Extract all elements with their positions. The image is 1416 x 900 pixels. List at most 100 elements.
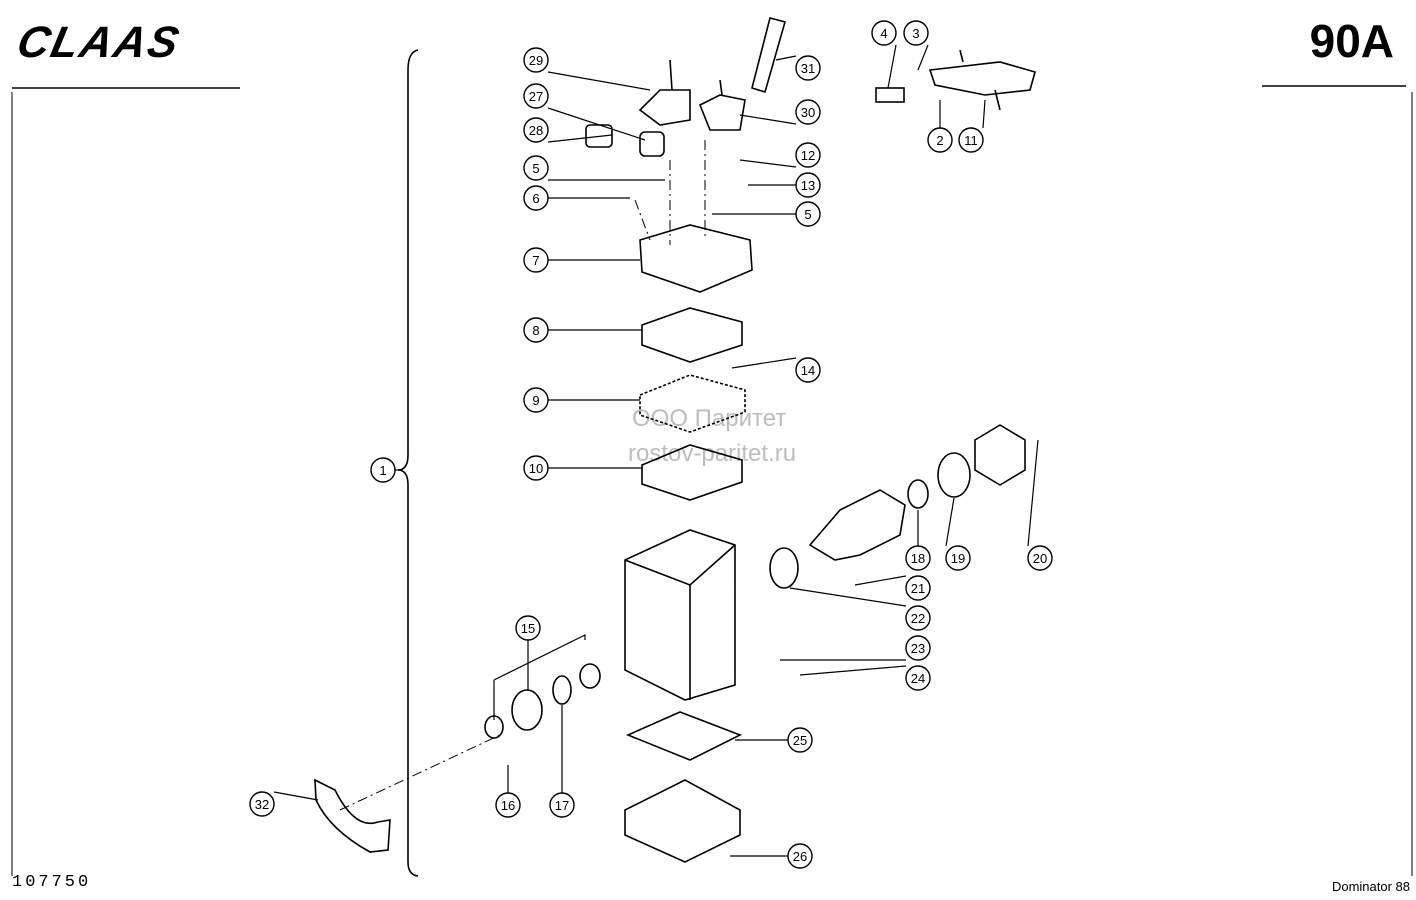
callout-circle-20 xyxy=(1027,545,1053,571)
callout-label-20: 20 xyxy=(1033,551,1047,566)
callout-leader-31 xyxy=(775,55,797,61)
centerlines xyxy=(339,140,706,811)
callout-10: 10 xyxy=(523,455,642,481)
fitting-4 xyxy=(875,87,905,103)
callout-label-31: 31 xyxy=(801,61,815,76)
callout-label-30: 30 xyxy=(801,105,815,120)
callout-22: 22 xyxy=(789,587,931,631)
callout-circle-3 xyxy=(903,20,929,46)
callout-circle-9 xyxy=(523,387,549,413)
callout-label-19: 19 xyxy=(951,551,965,566)
callout-6: 6 xyxy=(523,185,630,211)
callout-label-3: 3 xyxy=(912,26,919,41)
callout-label-4: 4 xyxy=(880,26,887,41)
part-shapes xyxy=(314,17,1036,863)
callout-leader-27 xyxy=(547,107,646,141)
callout-label-14: 14 xyxy=(801,363,815,378)
callout-8: 8 xyxy=(523,317,642,343)
gasket-10 xyxy=(641,444,743,501)
callout-label-7: 7 xyxy=(532,253,539,268)
callout-label-11: 11 xyxy=(964,133,978,148)
watermark-line-2: rostov-paritet.ru xyxy=(628,440,797,467)
callout-5: 5 xyxy=(523,155,665,181)
valve-tee-29 xyxy=(638,59,691,126)
callout-label-25: 25 xyxy=(793,733,807,748)
callout-31: 31 xyxy=(775,55,821,81)
callout-circle-25 xyxy=(787,727,813,753)
callout-label-5: 5 xyxy=(804,207,811,222)
callout-circle-32 xyxy=(249,791,275,817)
callout-3: 3 xyxy=(903,20,929,71)
callout-18: 18 xyxy=(905,510,931,571)
valve-plate-9 xyxy=(639,374,746,433)
callout-label-6: 6 xyxy=(532,191,539,206)
callout-circle-5 xyxy=(523,155,549,181)
callout-leader-24 xyxy=(799,665,907,676)
callout-leader-22 xyxy=(789,587,907,607)
callout-circle-10 xyxy=(523,455,549,481)
callout-leader-3 xyxy=(917,44,929,71)
callout-label-28: 28 xyxy=(529,123,543,138)
callout-4: 4 xyxy=(871,20,897,89)
valve-tee-30 xyxy=(698,79,746,131)
base-plate-26 xyxy=(624,779,741,863)
callout-25: 25 xyxy=(735,727,813,753)
gasket-8 xyxy=(641,307,743,363)
callout-label-29: 29 xyxy=(529,53,543,68)
callout-leader-11 xyxy=(982,99,986,129)
callout-circle-8 xyxy=(523,317,549,343)
callout-label-1: 1 xyxy=(379,463,386,478)
callout-leader-29 xyxy=(547,71,651,91)
bearing-18 xyxy=(907,479,929,509)
callout-label-24: 24 xyxy=(911,671,925,686)
lever-31 xyxy=(751,17,786,94)
callout-leader-14 xyxy=(731,357,797,369)
cylinder-head-7 xyxy=(639,224,753,293)
callout-leader-32 xyxy=(273,791,319,801)
page-number: 90A xyxy=(1309,15,1394,67)
assembly-bracket xyxy=(397,49,419,877)
callout-label-17: 17 xyxy=(555,798,569,813)
callout-label-8: 8 xyxy=(532,323,539,338)
callout-circle-1 xyxy=(370,457,396,483)
callout-19: 19 xyxy=(945,497,971,571)
callout-leader-30 xyxy=(739,114,797,125)
callout-label-13: 13 xyxy=(801,178,815,193)
gasket-25 xyxy=(625,711,742,761)
callout-2: 2 xyxy=(927,100,953,153)
watermark-line-1: ООО Паритет xyxy=(632,405,787,432)
crankshaft xyxy=(808,489,906,561)
callout-circle-6 xyxy=(523,185,549,211)
bearing-22 xyxy=(769,547,799,589)
callout-circle-21 xyxy=(905,575,931,601)
callout-leader-12 xyxy=(739,159,797,168)
callout-23: 23 xyxy=(780,635,931,661)
callout-9: 9 xyxy=(523,387,640,413)
ring xyxy=(579,663,601,689)
callout-leader-28 xyxy=(547,134,613,143)
callout-7: 7 xyxy=(523,247,640,273)
bracket-15 xyxy=(493,634,586,681)
callout-circle-18 xyxy=(905,545,931,571)
callout-circle-22 xyxy=(905,605,931,631)
crankcase xyxy=(624,529,736,701)
callout-24: 24 xyxy=(799,665,931,691)
cover-20 xyxy=(974,424,1026,486)
callout-29: 29 xyxy=(523,47,651,91)
callout-26: 26 xyxy=(730,843,813,869)
callout-circle-14 xyxy=(795,357,821,383)
callout-label-32: 32 xyxy=(255,797,269,812)
callout-label-21: 21 xyxy=(911,581,925,596)
drawing-number: 107750 xyxy=(12,873,92,892)
callout-circle-26 xyxy=(787,843,813,869)
callout-leader-4 xyxy=(887,44,897,89)
callout-circle-19 xyxy=(945,545,971,571)
callout-14: 14 xyxy=(731,357,821,383)
callout-1: 1 xyxy=(370,457,398,483)
callout-circle-16 xyxy=(495,792,521,818)
callout-label-10: 10 xyxy=(529,461,543,476)
callout-circle-2 xyxy=(927,127,953,153)
callout-circle-11 xyxy=(958,127,984,153)
